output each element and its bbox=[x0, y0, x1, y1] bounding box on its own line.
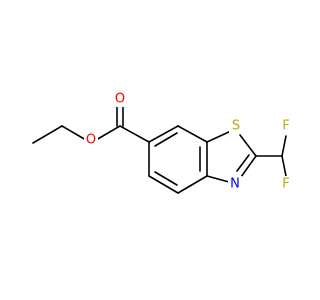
bond-c3a-n bbox=[206, 175, 230, 183]
atom-f-top: F bbox=[279, 118, 293, 134]
bond-c3a-c4 bbox=[177, 175, 208, 194]
atom-n-label: N bbox=[230, 177, 240, 192]
atom-o-carbonyl: O bbox=[113, 91, 127, 107]
atom-o-carbonyl-bg bbox=[113, 91, 127, 107]
atom-s: S bbox=[229, 118, 243, 134]
bond-c7-c7a bbox=[177, 125, 208, 143]
bond-chf2-fbottom bbox=[281, 155, 287, 177]
bond-ch2-oester bbox=[61, 125, 87, 141]
atom-o-ester: O bbox=[84, 132, 98, 148]
bond-s-c2 bbox=[239, 134, 257, 157]
atom-f-top-label: F bbox=[282, 119, 289, 134]
molecule-structure: O O S N F F bbox=[32, 91, 293, 194]
atom-label-layer: O O S N F F bbox=[84, 91, 293, 192]
bond-c6-c7-inner bbox=[154, 132, 178, 147]
bond-oester-ccarbonyl bbox=[95, 125, 121, 141]
bond-n-c2-outer bbox=[240, 155, 257, 178]
atom-f-top-bg bbox=[279, 118, 293, 134]
atom-o-ester-label: O bbox=[86, 133, 96, 148]
atom-s-bg bbox=[229, 118, 243, 134]
bond-n-c2-inner bbox=[236, 154, 250, 172]
atom-f-bottom-label: F bbox=[282, 177, 289, 192]
atom-n-bg bbox=[228, 176, 242, 192]
atom-o-ester-bg bbox=[84, 132, 98, 148]
atom-f-bottom: F bbox=[279, 176, 293, 192]
atom-n: N bbox=[228, 176, 242, 192]
atom-o-carbonyl-label: O bbox=[115, 92, 125, 107]
bond-chf2-ftop bbox=[281, 135, 287, 157]
bond-ch3-ch2 bbox=[32, 125, 63, 144]
bond-c6-c7 bbox=[148, 125, 179, 143]
bond-ccarbonyl-c6 bbox=[119, 125, 150, 143]
bond-c7a-s bbox=[206, 130, 232, 143]
atom-f-bottom-bg bbox=[279, 176, 293, 192]
bond-c4-c5-inner bbox=[154, 171, 178, 186]
bond-c4-c5 bbox=[148, 175, 179, 194]
atom-s-label: S bbox=[232, 119, 240, 134]
bond-layer bbox=[32, 101, 287, 194]
